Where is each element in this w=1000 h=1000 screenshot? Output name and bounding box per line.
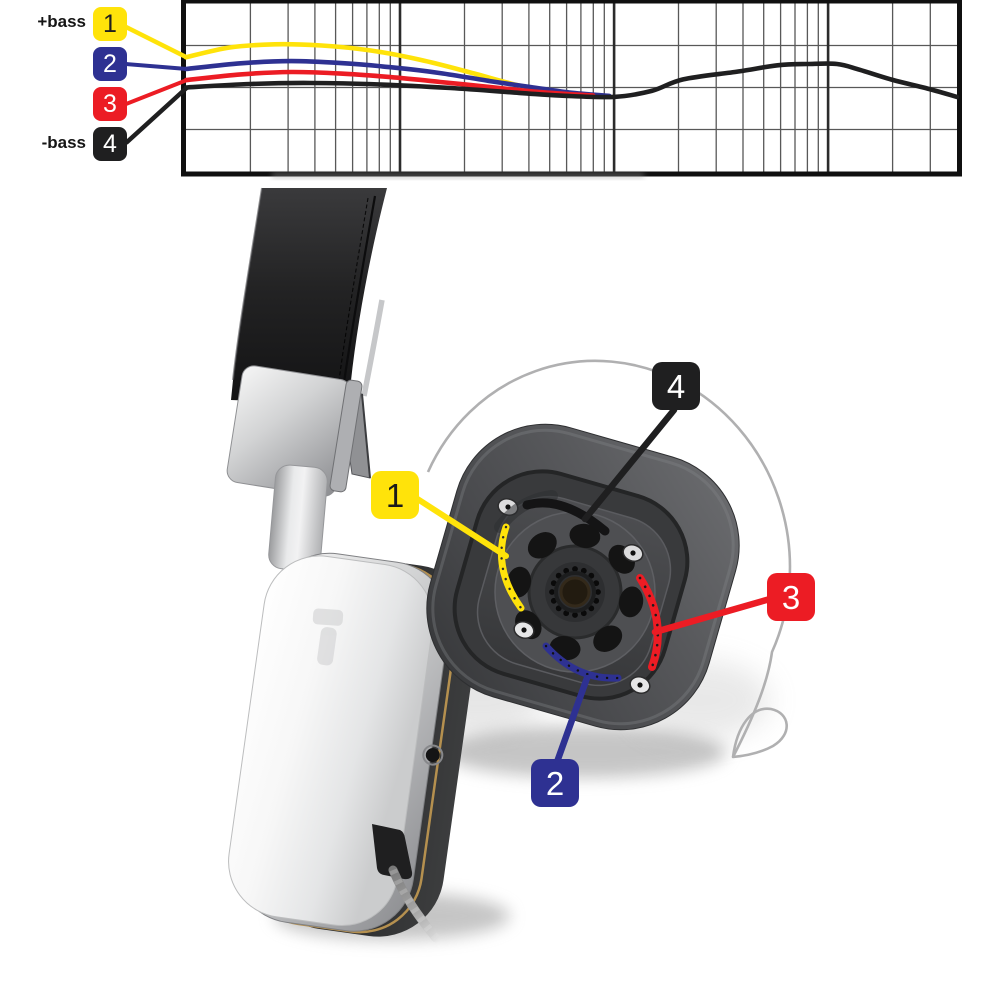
- headphone: [226, 187, 478, 943]
- cable-strain-relief: [372, 824, 413, 880]
- curve-3: [183, 69, 596, 98]
- audio-jack-port: [425, 748, 440, 763]
- headband-inner-band: [361, 299, 385, 397]
- rotation-arc: [426, 359, 792, 758]
- callout-square-4: 4: [652, 362, 700, 410]
- plus-bass-label: +bass: [37, 12, 86, 31]
- callout-leader-lines: [413, 406, 774, 766]
- rotation-arrowhead-icon: [731, 707, 788, 759]
- frequency-response-chart: [181, 0, 962, 177]
- curve-2: [183, 58, 612, 99]
- headband: [231, 187, 387, 404]
- headband-slider: [226, 365, 371, 572]
- headband-seam: [340, 195, 377, 397]
- audio-jack-bezel: [422, 744, 444, 766]
- callout-square-1: 1: [371, 471, 419, 519]
- slider-flange: [329, 379, 363, 493]
- legend-square-1: 1: [93, 7, 127, 41]
- tuning-arcs: [497, 523, 662, 682]
- headband-stitching: [336, 197, 369, 397]
- callout-square-3: 3: [767, 573, 815, 621]
- callout-square-2: 2: [531, 759, 579, 807]
- headphone-cable: [388, 865, 441, 943]
- legend-square-2: 2: [93, 47, 127, 81]
- vent-slot-top: [522, 498, 610, 536]
- minus-bass-label: -bass: [41, 133, 86, 152]
- detached-ear-pad: [426, 423, 740, 731]
- curve-4: [183, 61, 960, 100]
- legend-leader-lines: [124, 24, 189, 145]
- legend-square-3: 3: [93, 87, 127, 121]
- hub-perforations: [549, 566, 601, 618]
- rotation-arrow: [426, 359, 792, 759]
- driver-center: [559, 576, 591, 608]
- legend-square-4: 4: [93, 127, 127, 161]
- brand-logo: [312, 608, 344, 666]
